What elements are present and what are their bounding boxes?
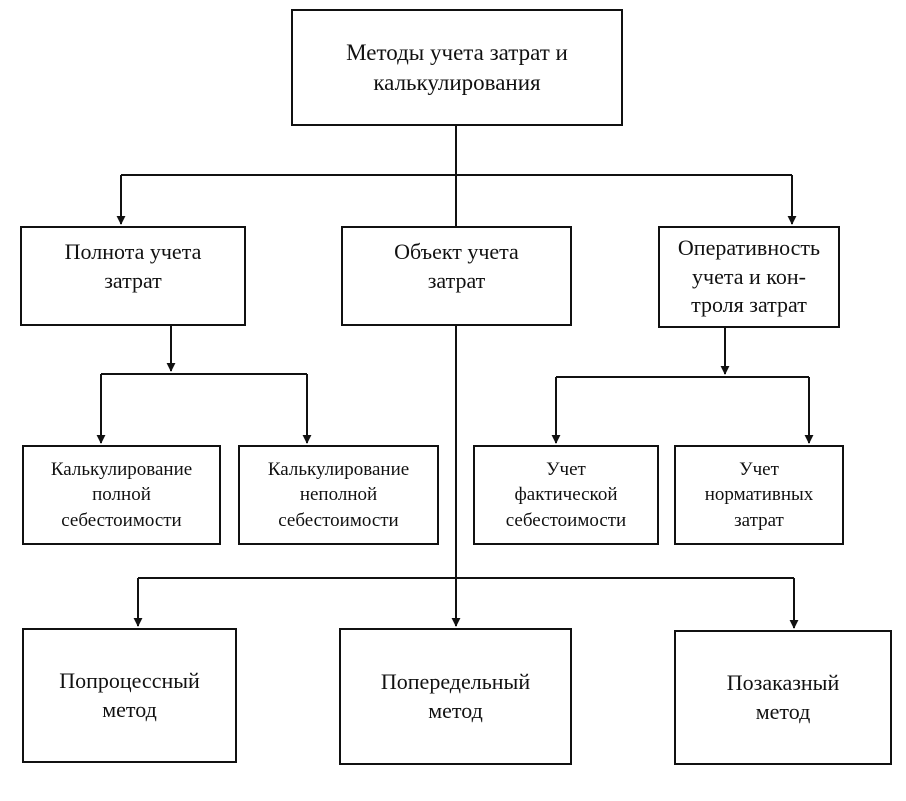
stage-method-node: Попередельный метод (339, 628, 572, 765)
full-cost-line-3: себестоимости (61, 509, 182, 531)
stage-method-line-2: метод (428, 697, 483, 723)
object-line-1: Объект учета (394, 239, 519, 264)
actual-cost-line-3: себестоимости (505, 509, 627, 531)
object-line-2: затрат (427, 267, 486, 293)
partial-cost-line-3: себестоимости (278, 509, 399, 531)
efficiency-node: Оперативность учета и кон- троля затрат (658, 226, 840, 328)
process-method-node: Попроцессный метод (22, 628, 237, 763)
process-method-line-2: метод (102, 696, 157, 722)
actual-cost-node: Учет фактической себестоимости (473, 445, 659, 545)
normative-cost-node: Учет нормативных затрат (674, 445, 844, 545)
normative-cost-line-3: затрат (734, 509, 784, 531)
actual-cost-line-1: Учет (546, 458, 586, 480)
full-cost-line-1: Калькулирование (50, 458, 193, 480)
order-method-line-2: метод (755, 698, 811, 724)
partial-cost-line-2: неполной (299, 484, 378, 506)
completeness-line-1: Полнота учета (64, 239, 202, 264)
full-cost-node: Калькулирование полной себестоимости (22, 445, 221, 545)
normative-cost-line-1: Учет (739, 458, 779, 480)
full-cost-line-2: полной (92, 484, 151, 506)
order-method-line-1: Позаказный (726, 669, 840, 695)
normative-cost-line-2: нормативных (704, 484, 814, 506)
root-line-2: калькулирования (373, 69, 541, 95)
order-method-node: Позаказный метод (674, 630, 892, 765)
process-method-line-1: Попроцессный (59, 667, 200, 693)
root-node: Методы учета затрат и калькулирования (291, 9, 623, 126)
partial-cost-node: Калькулирование неполной себестоимости (238, 445, 439, 545)
efficiency-line-3: троля затрат (691, 292, 807, 318)
efficiency-line-1: Оперативность (677, 235, 821, 261)
object-node: Объект учета затрат (341, 226, 572, 326)
partial-cost-line-1: Калькулирование (267, 458, 410, 480)
stage-method-line-1: Попередельный (380, 668, 531, 694)
actual-cost-line-2: фактической (514, 484, 618, 506)
root-line-1: Методы учета затрат и (346, 39, 568, 65)
completeness-node: Полнота учета затрат (20, 226, 246, 326)
efficiency-line-2: учета и кон- (692, 263, 806, 289)
completeness-line-2: затрат (104, 267, 162, 293)
